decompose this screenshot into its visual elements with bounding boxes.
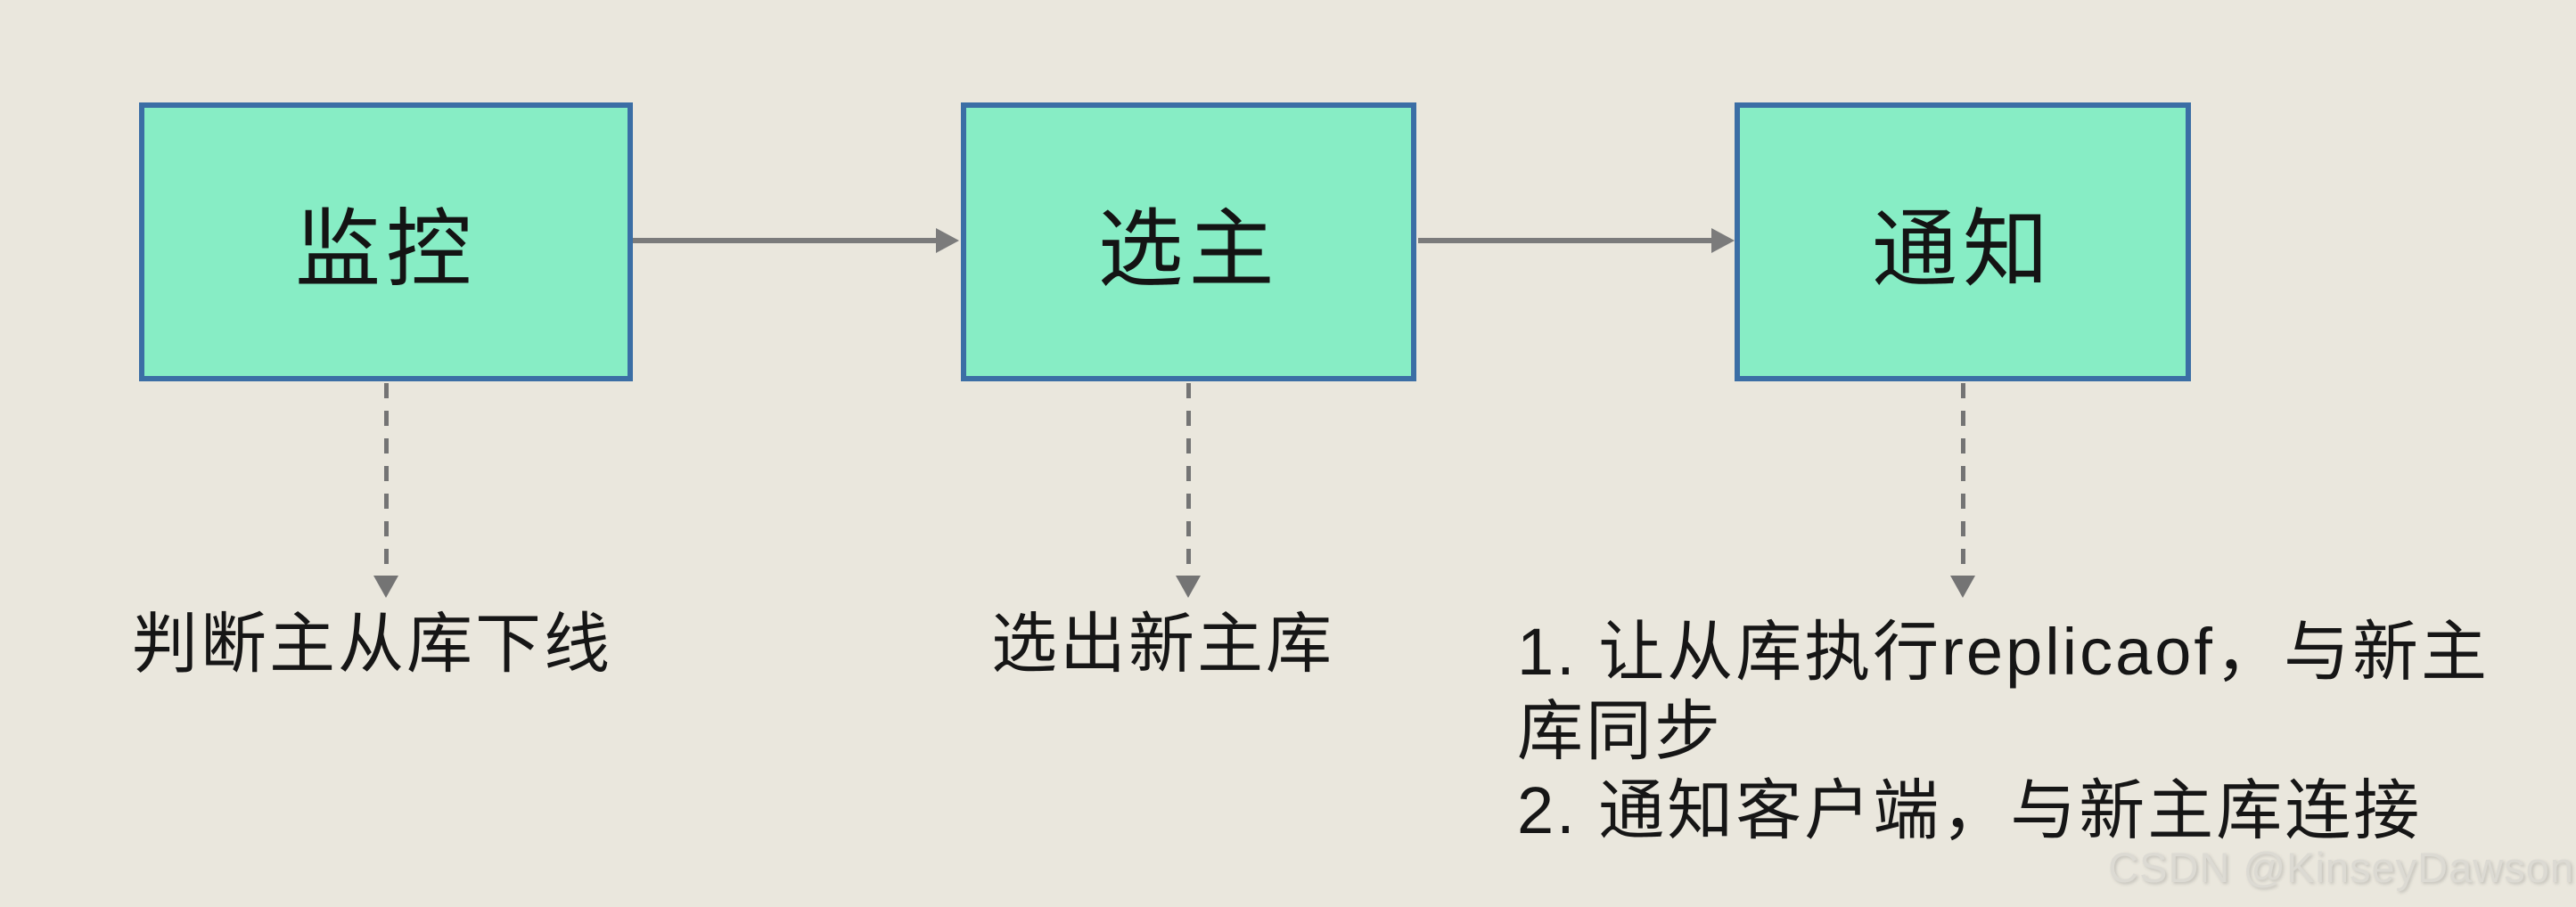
annotation-notify: 1. 让从库执行replicaof，与新主 库同步 2. 通知客户端，与新主库连… xyxy=(1517,612,2490,850)
annotation-notify-line-1: 1. 让从库执行replicaof，与新主 xyxy=(1517,615,2490,689)
arrow-elect-to-notify-line xyxy=(1418,238,1711,243)
node-notify: 通知 xyxy=(1735,102,2191,381)
arrow-down-icon xyxy=(1950,576,1975,598)
node-monitor: 监控 xyxy=(139,102,633,381)
csdn-watermark: CSDN @KinseyDawson xyxy=(2108,844,2574,891)
arrow-monitor-to-elect-line xyxy=(633,238,936,243)
node-monitor-label: 监控 xyxy=(295,202,477,298)
annotation-monitor-line: 判断主从库下线 xyxy=(132,607,612,681)
arrow-right-icon xyxy=(936,228,959,253)
annotation-elect: 选出新主库 xyxy=(991,604,1334,683)
dashed-arrow-notify-line xyxy=(1961,383,1965,576)
annotation-monitor: 判断主从库下线 xyxy=(132,604,612,683)
annotation-elect-line: 选出新主库 xyxy=(991,607,1334,681)
dashed-arrow-elect-line xyxy=(1186,383,1191,576)
annotation-notify-line-2: 库同步 xyxy=(1517,694,1723,768)
arrow-down-icon xyxy=(373,576,398,598)
annotation-notify-line-3: 2. 通知客户端，与新主库连接 xyxy=(1517,773,2423,847)
arrow-right-icon xyxy=(1711,228,1735,253)
arrow-down-icon xyxy=(1176,576,1201,598)
dashed-arrow-monitor-line xyxy=(384,383,389,576)
node-elect: 选主 xyxy=(961,102,1416,381)
node-elect-label: 选主 xyxy=(1097,202,1280,298)
node-notify-label: 通知 xyxy=(1872,202,2054,298)
